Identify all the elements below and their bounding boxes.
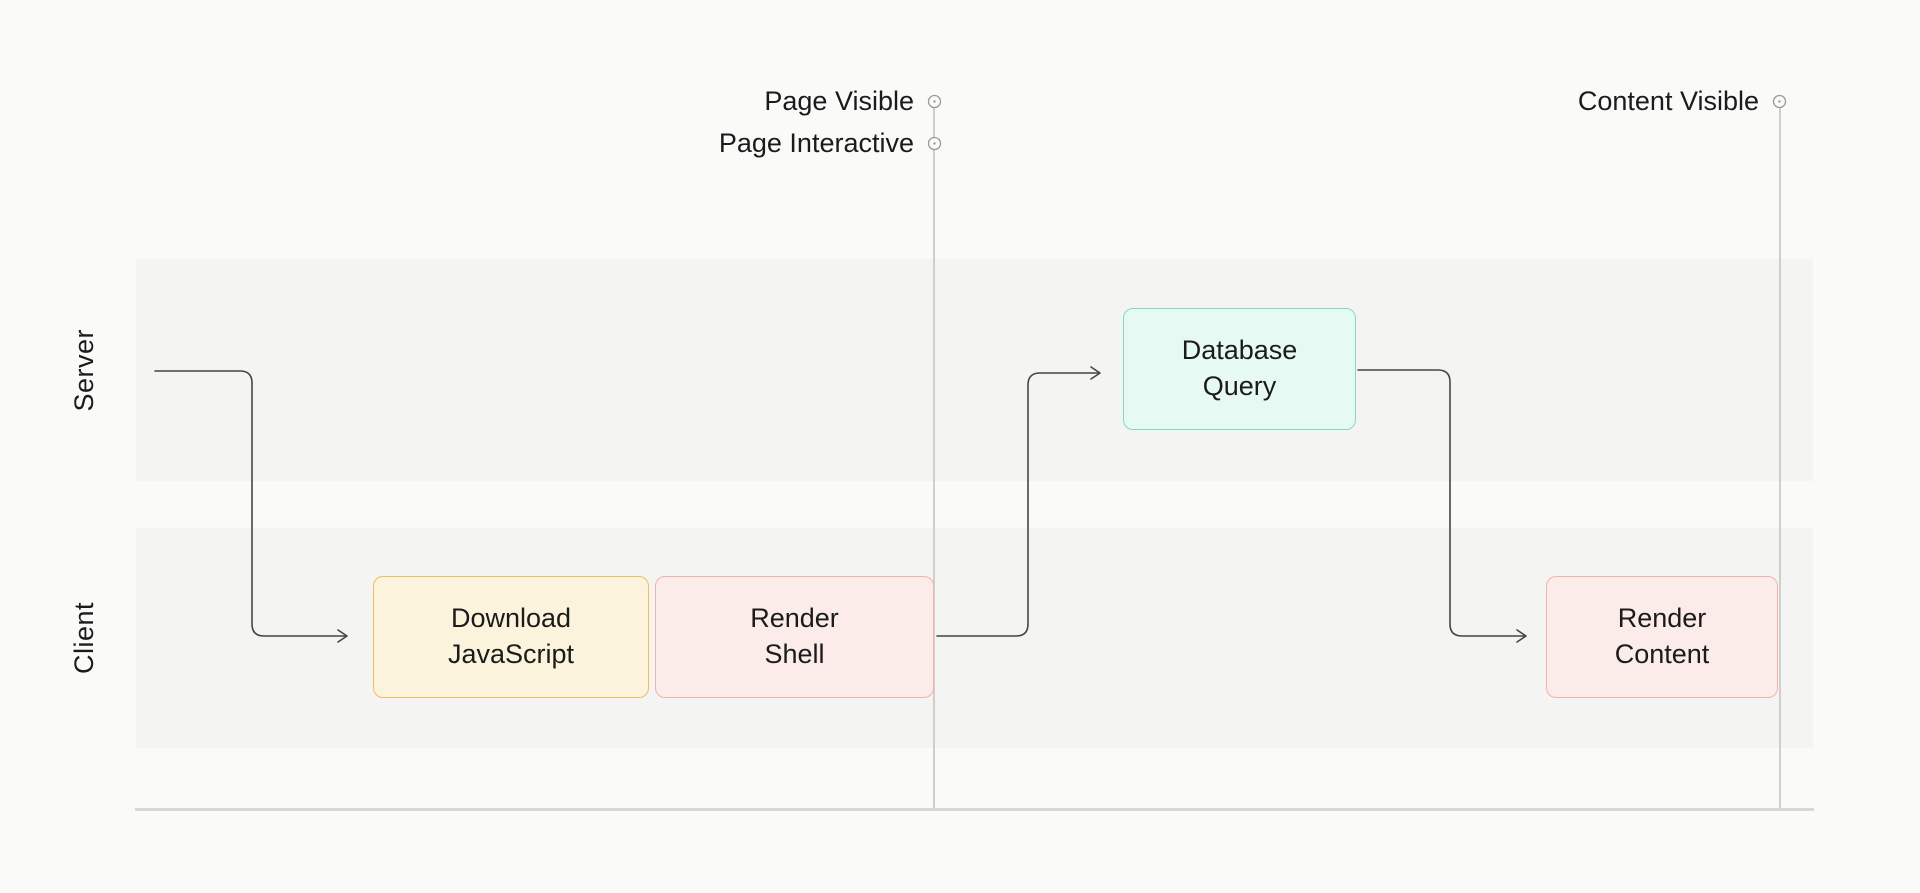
content-visible-marker-icon — [1772, 94, 1787, 108]
node-download-javascript-label: Download JavaScript — [447, 603, 575, 669]
node-render-content-label: Render Content — [1614, 603, 1710, 669]
page-milestone-line — [933, 101, 935, 810]
milestone-page-visible: Page Visible — [764, 87, 942, 115]
server-lane-label: Server — [68, 328, 99, 412]
page-visible-marker-icon — [927, 94, 942, 108]
node-render-shell-label: Render Shell — [750, 603, 839, 669]
node-database-query-label: Database Query — [1181, 335, 1298, 401]
page-interactive-label: Page Interactive — [718, 128, 914, 158]
milestone-page-interactive: Page Interactive — [719, 129, 942, 157]
milestone-content-visible: Content Visible — [1578, 87, 1787, 115]
client-lane-label-wrap: Client — [52, 528, 116, 748]
node-render-content: Render Content — [1546, 576, 1778, 698]
time-axis-baseline — [135, 808, 1814, 811]
page-interactive-marker-icon — [927, 136, 942, 150]
client-lane-label: Client — [68, 601, 99, 675]
node-database-query: Database Query — [1123, 308, 1356, 430]
content-visible-label: Content Visible — [1577, 86, 1759, 116]
content-milestone-line — [1779, 101, 1781, 810]
node-render-shell: Render Shell — [655, 576, 934, 698]
node-download-javascript: Download JavaScript — [373, 576, 649, 698]
server-lane — [136, 259, 1813, 481]
server-lane-label-wrap: Server — [52, 259, 116, 481]
page-visible-label: Page Visible — [764, 86, 914, 116]
